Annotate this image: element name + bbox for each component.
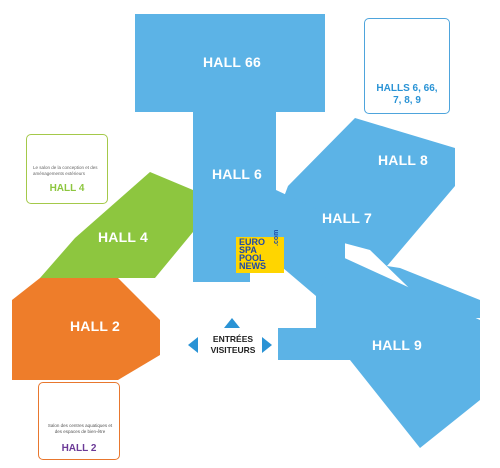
eurospa-line-1: EURO — [239, 237, 266, 247]
piscine-year: 2016 — [383, 51, 401, 61]
entrance-arrow-right — [262, 337, 272, 353]
entrance-line-1: ENTRÉES — [212, 334, 254, 344]
eurospa-line-2: SPA — [239, 245, 257, 255]
eurospa-logo: EURO SPA POOL NEWS .com — [237, 230, 280, 272]
wellgreen-card[interactable]: wellgreen Le salon de la conception et d… — [26, 134, 108, 204]
hall-9-label: HALL 9 — [372, 337, 422, 353]
visitor-entrance-label: ENTRÉES VISITEURS — [203, 334, 263, 356]
aqualie-tagline: Salon des centres aquatiques et des espa… — [47, 423, 113, 434]
hall-4-label: HALL 4 — [98, 229, 148, 245]
hall-2-label: HALL 2 — [70, 318, 120, 334]
hall-8-7-area[interactable] — [276, 118, 480, 318]
eurospa-line-3: POOL — [239, 253, 265, 263]
entrance-arrow-left — [188, 337, 198, 353]
hall-66-label: HALL 66 — [203, 54, 261, 70]
hall-4-area[interactable] — [40, 172, 193, 278]
eurospa-logo-bg — [236, 237, 284, 273]
hall-9-area[interactable] — [278, 255, 480, 448]
wellgreen-logo: wellgreen — [35, 145, 91, 160]
eurospa-suffix: .com — [273, 229, 280, 246]
aqualie-logo: aqualie — [49, 399, 94, 414]
hall-8-label: HALL 8 — [378, 152, 428, 168]
aqualie-hall: HALL 2 — [61, 443, 97, 454]
hall-66-area[interactable] — [135, 14, 325, 112]
hall-7-area[interactable] — [276, 190, 345, 296]
wellgreen-tagline: Le salon de la conception et des aménage… — [33, 165, 98, 176]
hall-2-area[interactable] — [12, 278, 160, 380]
aqualie-card[interactable]: aqualie Salon des centres aquatiques et … — [38, 382, 120, 460]
eurospa-line-4: NEWS — [239, 261, 266, 271]
piscine-halls: HALLS 6, 66, 7, 8, 9 — [376, 83, 438, 106]
hall-6-label: HALL 6 — [212, 166, 262, 182]
entrance-line-2: VISITEURS — [210, 345, 256, 355]
piscine-logo: Piscine — [387, 33, 426, 48]
piscine-card[interactable]: Piscine 2016 Le salon mondial de la pisc… — [364, 18, 450, 114]
hall-7-label: HALL 7 — [322, 210, 372, 226]
entrance-arrow-up — [224, 318, 240, 328]
piscine-tagline: Le salon mondial de la piscine et du spa — [409, 50, 433, 73]
wellgreen-hall: HALL 4 — [49, 183, 85, 194]
